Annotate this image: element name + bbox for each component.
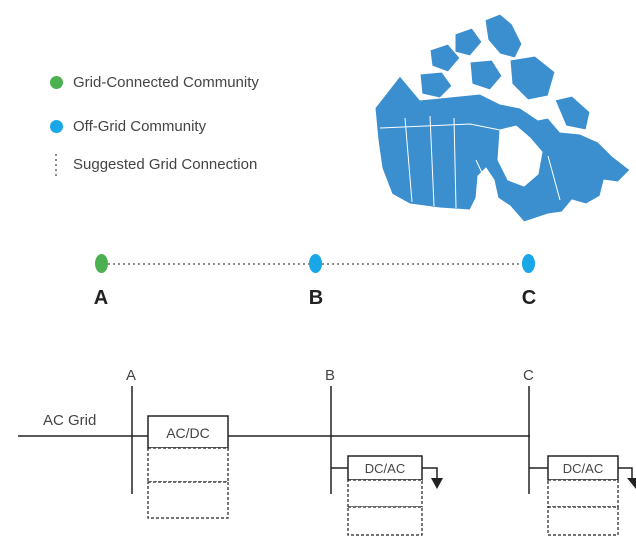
storage-c-2 [547, 506, 619, 536]
bus-b-label: B [325, 367, 335, 384]
node-a-grid-connected [95, 254, 108, 273]
green-dot-icon [50, 76, 63, 89]
ac-grid-label: AC Grid [43, 412, 96, 429]
storage-b-1 [347, 479, 423, 508]
blue-dot-icon [50, 120, 63, 133]
converter-a-label: AC/DC [166, 425, 210, 441]
legend-label: Grid-Connected Community [73, 74, 259, 91]
legend-label: Suggested Grid Connection [73, 156, 258, 173]
converter-c-box [547, 455, 619, 481]
dotted-line-icon [55, 154, 58, 179]
node-a-label: A [93, 287, 109, 309]
storage-a-1 [147, 447, 229, 483]
node-b-off-grid [309, 254, 322, 273]
converter-b-label: DC/AC [365, 461, 405, 476]
load-b-wire [422, 467, 438, 478]
storage-c-1 [547, 479, 619, 508]
node-b-label: B [308, 287, 324, 309]
node-c-label: C [521, 287, 537, 309]
converter-a-box [147, 415, 229, 449]
bus-a-label: A [126, 367, 136, 384]
node-c-off-grid [522, 254, 535, 273]
load-b-arrow [431, 478, 443, 489]
load-c-wire [618, 467, 633, 478]
bus-c-label: C [523, 367, 534, 384]
legend-label: Off-Grid Community [73, 118, 207, 135]
load-c-arrow [627, 478, 636, 489]
storage-a-2 [147, 481, 229, 519]
storage-b-2 [347, 506, 423, 536]
converter-c-label: DC/AC [563, 461, 603, 476]
